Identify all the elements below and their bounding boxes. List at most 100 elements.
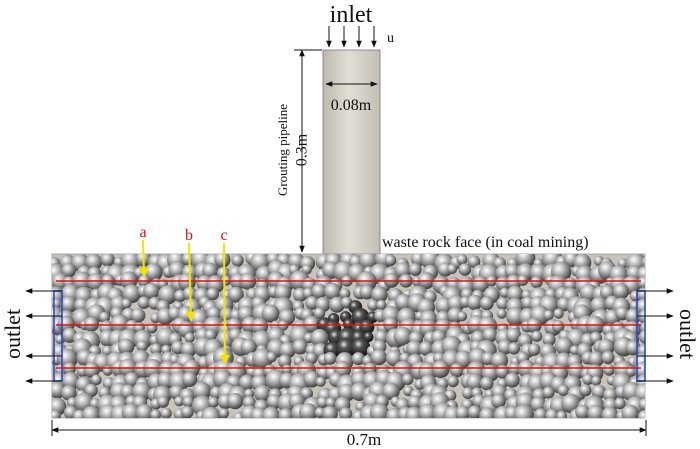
rock-particle bbox=[310, 328, 329, 348]
rock-particle bbox=[496, 308, 507, 319]
velocity-label: u bbox=[387, 31, 394, 46]
rock-particle bbox=[201, 406, 222, 418]
rock-particle bbox=[449, 363, 464, 378]
rock-particle bbox=[457, 311, 468, 322]
rock-particle bbox=[90, 374, 102, 386]
rock-particle bbox=[136, 340, 148, 352]
rock-particle bbox=[601, 350, 615, 365]
probe-arrow-c bbox=[219, 242, 230, 365]
rock-particle bbox=[582, 373, 594, 385]
rock-particle bbox=[202, 262, 219, 279]
rock-particle bbox=[466, 373, 484, 391]
rock-particle bbox=[157, 396, 170, 408]
probe-label-a: a bbox=[139, 224, 146, 241]
rock-particle bbox=[456, 254, 468, 265]
rock-particle bbox=[393, 327, 413, 346]
rock-particle bbox=[85, 254, 103, 271]
inlet-arrows bbox=[326, 26, 377, 48]
rock-particle bbox=[506, 285, 524, 303]
outlet-arrows-right bbox=[637, 288, 674, 384]
rock-particle bbox=[575, 404, 590, 418]
rock-particle bbox=[552, 320, 565, 333]
rock-particle bbox=[323, 352, 337, 365]
rock-particle bbox=[482, 327, 498, 343]
rock-particle bbox=[458, 263, 472, 276]
rock-particle bbox=[274, 284, 292, 302]
rock-particle bbox=[515, 254, 536, 268]
rock-particle bbox=[556, 410, 568, 418]
rock-particle bbox=[150, 409, 162, 418]
rock-particle bbox=[587, 404, 605, 418]
rock-particle bbox=[641, 256, 645, 269]
rock-particle bbox=[52, 409, 61, 418]
rock-particle bbox=[174, 396, 185, 407]
rock-particle bbox=[118, 338, 135, 355]
rock-particle bbox=[83, 362, 100, 379]
rock-particle bbox=[322, 405, 338, 418]
rock-particle bbox=[180, 341, 197, 358]
rock-particle bbox=[339, 288, 351, 300]
rock-particle bbox=[530, 396, 546, 413]
rock-particle bbox=[313, 307, 326, 320]
rock-particle bbox=[143, 282, 160, 300]
rock-particle bbox=[214, 254, 231, 268]
rock-particle bbox=[504, 372, 520, 388]
rock-particle bbox=[218, 408, 230, 418]
sample-lines bbox=[56, 280, 641, 369]
width-label: 0.7m bbox=[347, 430, 381, 449]
rock-particle bbox=[447, 375, 459, 388]
rock-particle bbox=[231, 254, 244, 267]
rock-particle bbox=[61, 263, 76, 278]
rock-particle bbox=[490, 351, 509, 370]
rock-particle bbox=[324, 283, 342, 300]
rock-particle bbox=[135, 404, 154, 418]
rock-particle bbox=[480, 376, 494, 391]
rock-particle bbox=[601, 406, 619, 418]
probe-arrows bbox=[138, 239, 230, 365]
rock-particle bbox=[339, 407, 353, 418]
pipe-name-label: Grouting pipeline bbox=[275, 104, 290, 196]
rock-particle bbox=[261, 304, 280, 323]
rock-particle bbox=[99, 311, 110, 323]
rock-particle bbox=[240, 339, 257, 356]
rock-particle bbox=[336, 337, 357, 358]
rock-particle bbox=[407, 395, 422, 410]
rock-particle bbox=[238, 374, 255, 391]
rock-particle bbox=[545, 408, 559, 418]
rock-particle bbox=[208, 396, 219, 408]
rock-particle bbox=[543, 310, 554, 321]
rock-particle bbox=[638, 309, 645, 325]
rock-particle bbox=[150, 343, 163, 356]
rock-particle bbox=[591, 384, 607, 400]
rock-particle bbox=[60, 296, 78, 314]
rock-particle bbox=[325, 397, 337, 409]
rock-particle bbox=[603, 387, 618, 402]
rock-particles bbox=[52, 254, 645, 418]
rock-particle bbox=[418, 403, 438, 418]
rock-particle bbox=[637, 410, 645, 418]
rock-particle bbox=[638, 398, 645, 411]
rock-particle bbox=[579, 384, 592, 397]
rock-particle bbox=[406, 340, 423, 357]
rock-particle bbox=[227, 286, 244, 303]
rock-particle bbox=[184, 332, 195, 343]
rock-particle bbox=[100, 254, 115, 267]
rock-particle bbox=[122, 284, 142, 304]
rock-particle bbox=[527, 343, 541, 356]
rock-particle bbox=[182, 371, 198, 387]
rock-particle bbox=[395, 293, 412, 311]
rock-particle bbox=[281, 364, 293, 375]
rock-particle bbox=[384, 254, 397, 267]
rock-particle bbox=[467, 405, 482, 418]
probe-arrow-b bbox=[185, 242, 196, 322]
rock-particle bbox=[612, 283, 630, 300]
rock-particle bbox=[120, 271, 138, 289]
outlet-left-label: outlet bbox=[0, 309, 25, 359]
face-label: waste rock face (in coal mining) bbox=[382, 234, 589, 251]
rock-particle bbox=[561, 393, 581, 414]
rock-particle bbox=[158, 285, 178, 305]
rock-particle bbox=[401, 373, 414, 386]
rock-particle bbox=[472, 276, 490, 293]
rock-particle bbox=[491, 393, 506, 409]
